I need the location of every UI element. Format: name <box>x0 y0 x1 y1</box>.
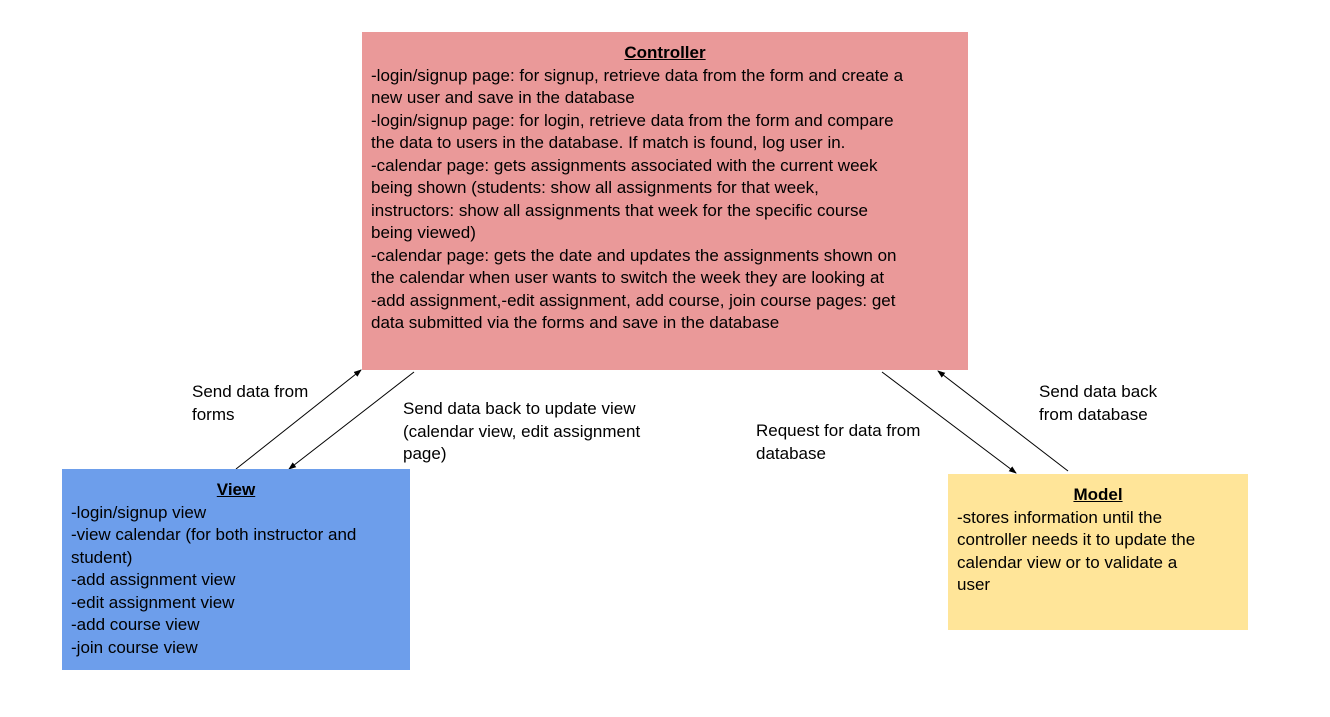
edge-label-line: (calendar view, edit assignment <box>403 421 641 441</box>
view-box: View -login/signup view -view calendar (… <box>62 469 410 670</box>
model-box: Model -stores information until the cont… <box>948 474 1248 630</box>
model-line: controller needs it to update the <box>957 530 1196 549</box>
view-line: -add course view <box>71 615 200 634</box>
model-title: Model <box>1073 485 1123 504</box>
controller-title: Controller <box>624 43 706 62</box>
edge-label-send-back-update: Send data back to update view (calendar … <box>403 398 640 466</box>
model-line: user <box>957 575 991 594</box>
view-line: -join course view <box>71 637 198 657</box>
edge-label-line: Send data from <box>192 382 309 401</box>
edge-label-line: page) <box>403 444 447 463</box>
view-line: -add assignment view <box>71 570 236 589</box>
model-line: -stores information until the <box>957 507 1163 527</box>
controller-line: instructors: show all assignments that w… <box>371 200 868 220</box>
controller-line: the calendar when user wants to switch t… <box>371 268 885 287</box>
edge-label-line: forms <box>192 404 235 424</box>
view-line: -edit assignment view <box>71 592 235 612</box>
view-line: student) <box>71 547 133 567</box>
controller-line: -add assignment,-edit assignment, add co… <box>371 290 896 310</box>
edge-label-line: Send data back <box>1039 382 1158 401</box>
edge-label-send-forms: Send data from forms <box>192 381 308 426</box>
edge-label-line: Send data back to update view <box>403 399 636 418</box>
controller-line: being viewed) <box>371 223 476 242</box>
controller-box: Controller -login/signup page: for signu… <box>362 32 968 370</box>
edge-label-line: from database <box>1039 404 1148 424</box>
edge-label-line: database <box>756 443 826 463</box>
controller-line: -login/signup page: for login, retrieve … <box>371 110 894 130</box>
view-line: -view calendar (for both instructor and <box>71 525 357 544</box>
view-line: -login/signup view <box>71 502 207 522</box>
controller-line: the data to users in the database. If ma… <box>371 133 846 152</box>
controller-line: -login/signup page: for signup, retrieve… <box>371 65 904 85</box>
edge-label-line: Request for data from <box>756 421 921 440</box>
controller-line: -calendar page: gets the date and update… <box>371 245 897 265</box>
model-line: calendar view or to validate a <box>957 552 1178 572</box>
edge-label-send-back-db: Send data back from database <box>1039 381 1157 426</box>
controller-line: -calendar page: gets assignments associa… <box>371 155 878 175</box>
controller-line: new user and save in the database <box>371 88 635 107</box>
controller-line: being shown (students: show all assignme… <box>371 178 819 197</box>
view-title: View <box>216 480 256 499</box>
controller-line: data submitted via the forms and save in… <box>371 313 780 332</box>
edge-label-request-data: Request for data from database <box>756 420 920 465</box>
